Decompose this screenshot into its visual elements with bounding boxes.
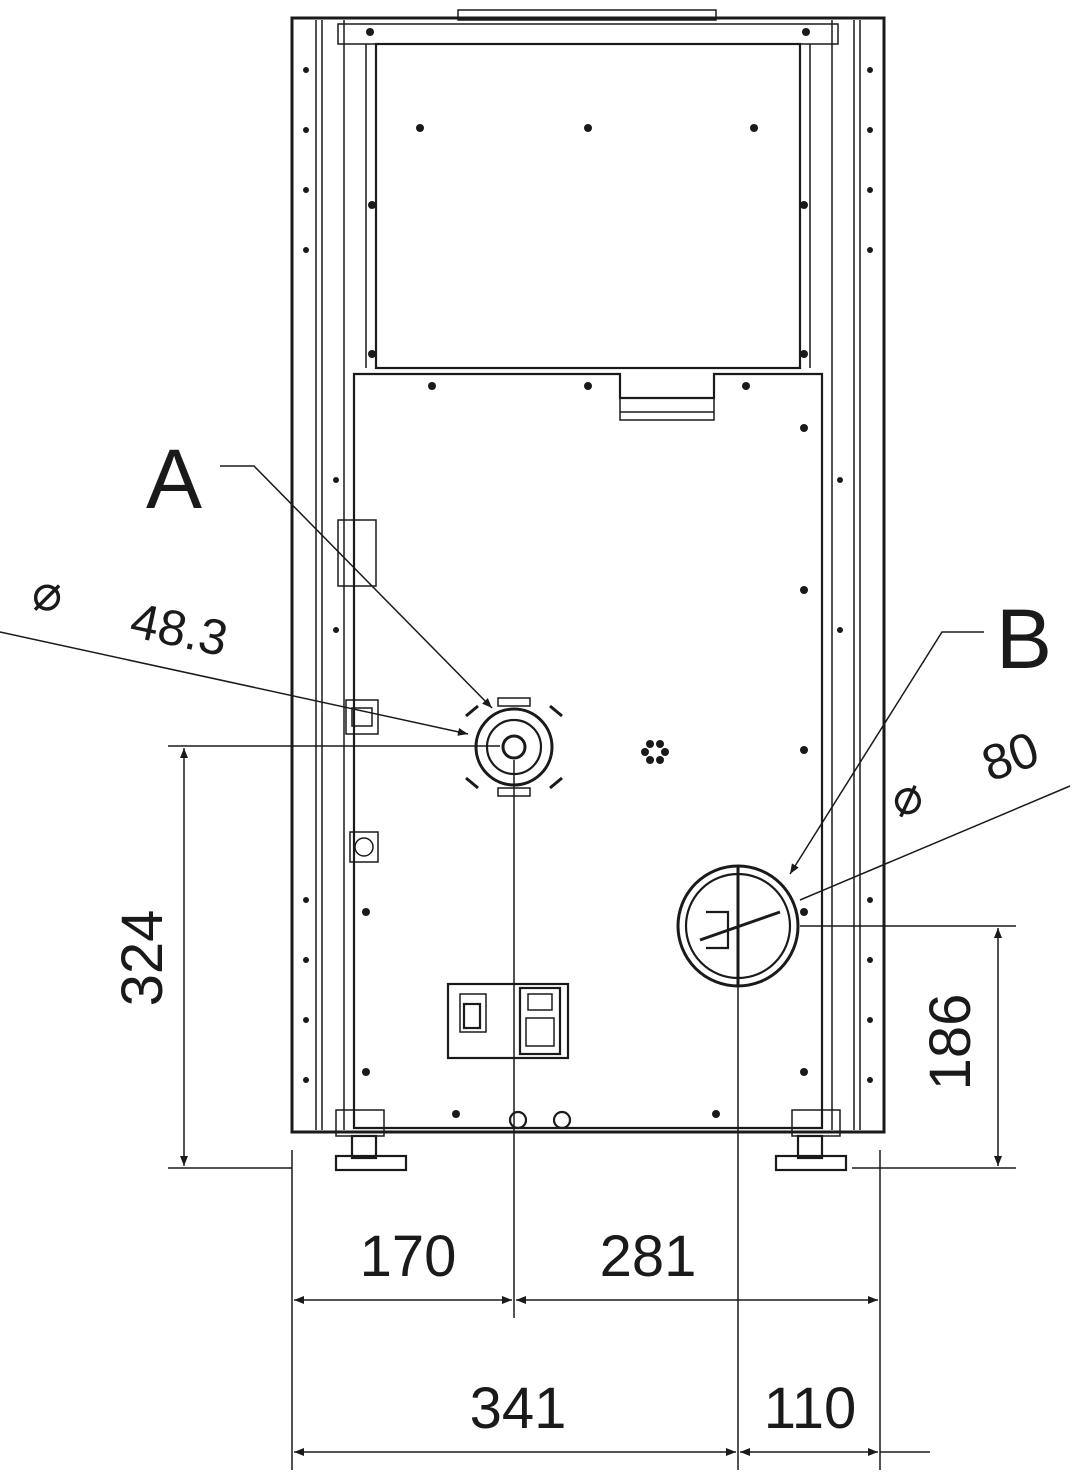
- dimension-left-to-a: 170: [360, 1224, 457, 1289]
- dimension-height-b-value: 186: [918, 994, 983, 1091]
- screw-dots: [303, 28, 873, 1118]
- diameter-a-callout: ⌀ 48.3: [0, 565, 469, 736]
- extension-lines: [291, 760, 881, 1470]
- diameter-a-symbol: ⌀: [32, 565, 62, 621]
- dimension-left-to-b: 341: [470, 1376, 567, 1441]
- dimension-b-to-right: 110: [764, 1376, 856, 1441]
- control-panel: [446, 982, 570, 1060]
- dimension-height-a: 324: [110, 745, 500, 1169]
- dimension-row-lower: 341 110: [294, 1376, 930, 1456]
- dimension-row-upper: 170 281: [294, 1224, 878, 1304]
- feet: [334, 1109, 848, 1172]
- label-b: B: [996, 592, 1052, 686]
- diameter-b-callout: ⌀ 80: [799, 721, 1071, 901]
- label-a: A: [146, 432, 202, 526]
- vent-cluster: [641, 740, 669, 764]
- label-b-group: B: [789, 592, 1052, 875]
- lower-panel: [337, 372, 824, 1130]
- upper-panel: [365, 42, 811, 370]
- bottom-fittings: [508, 1110, 572, 1130]
- stove-housing: [290, 9, 886, 1134]
- diameter-b-symbol: ⌀: [883, 765, 930, 828]
- diameter-b-value: 80: [975, 721, 1046, 793]
- dimension-a-to-right: 281: [600, 1224, 697, 1289]
- dimension-height-a-value: 324: [110, 910, 175, 1007]
- label-a-group: A: [146, 432, 493, 709]
- diameter-a-value: 48.3: [126, 592, 233, 667]
